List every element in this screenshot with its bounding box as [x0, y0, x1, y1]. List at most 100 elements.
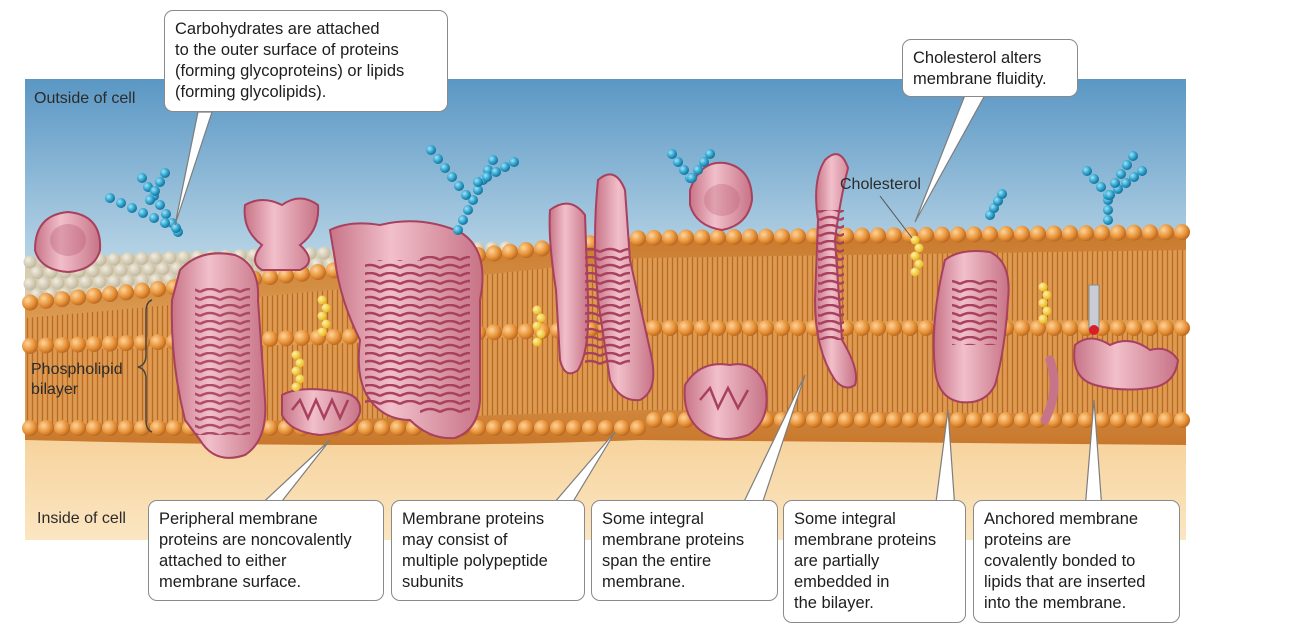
lipid-head: [854, 320, 870, 336]
lipid-head: [1126, 224, 1142, 241]
sugar-bead: [1129, 172, 1139, 182]
lipid-head: [1174, 320, 1190, 336]
anchor-lipid: [1088, 284, 1100, 331]
lipid-head: [278, 267, 294, 284]
lipid-head: [950, 226, 966, 243]
cholesterol-ring: [914, 243, 924, 253]
lipid-head: [502, 420, 518, 436]
lipid-head: [1174, 412, 1190, 428]
lipid-head-back: [156, 262, 170, 276]
lipid-head-back: [65, 276, 79, 290]
lipid-head: [118, 420, 134, 436]
lipid-head: [726, 228, 742, 245]
sugar-bead: [453, 225, 463, 235]
lipid-head: [742, 320, 758, 336]
sugar-bead: [687, 173, 697, 183]
lipid-head: [886, 227, 902, 244]
lipid-head: [742, 228, 758, 245]
lipid-head-back: [23, 255, 37, 269]
lipid-head: [390, 420, 406, 436]
cholesterol-ring: [536, 329, 546, 339]
sugar-bead: [155, 200, 165, 210]
lipid-head: [1062, 320, 1078, 336]
lipid-head-back: [30, 266, 44, 280]
sugar-bead: [127, 203, 137, 213]
lipid-head: [518, 323, 534, 340]
lipid-head: [1142, 320, 1158, 336]
sugar-bead: [1082, 166, 1092, 176]
lipid-head: [1014, 320, 1030, 336]
sugar-bead: [137, 173, 147, 183]
sugar-bead: [500, 162, 510, 172]
sugar-bead: [1103, 215, 1113, 225]
lipid-head-back: [121, 274, 135, 288]
lipid-head: [1030, 320, 1046, 336]
lipid-head: [902, 412, 918, 428]
inside-of-cell-label: Inside of cell: [37, 510, 126, 527]
sugar-bead: [473, 177, 483, 187]
sugar-bead: [138, 208, 148, 218]
lipid-head: [310, 264, 326, 281]
cholesterol-ring: [291, 350, 301, 360]
lipid-head: [710, 320, 726, 336]
cholesterol-ring: [1038, 298, 1048, 308]
lipid-head: [1014, 225, 1030, 242]
sugar-bead: [482, 172, 492, 182]
sugar-bead: [1103, 205, 1113, 215]
sugar-bead: [433, 154, 443, 164]
sugar-bead: [705, 149, 715, 159]
sugar-bead: [161, 209, 171, 219]
sugar-bead: [673, 157, 683, 167]
cholesterol-ring: [910, 235, 920, 245]
protein-peripheral-bottom: [281, 388, 362, 437]
protein-multi-subunit: [328, 220, 484, 440]
lipid-head: [294, 329, 310, 346]
lipid-head: [710, 229, 726, 246]
lipid-head: [486, 245, 502, 262]
sugar-bead: [997, 189, 1007, 199]
sugar-bead: [1096, 182, 1106, 192]
cholesterol-ring: [914, 259, 924, 269]
protein-anchored: [1040, 284, 1180, 425]
cholesterol-ring: [295, 358, 305, 368]
sugar-bead: [468, 195, 478, 205]
lipid-head: [550, 420, 566, 436]
lipid-head: [918, 320, 934, 336]
lipid-head-back: [37, 276, 51, 290]
lipid-head-back: [107, 252, 121, 266]
cholesterol-ring: [1038, 314, 1048, 324]
lipid-head: [870, 320, 886, 336]
protein-peripheral-top-left: [33, 210, 102, 274]
lipid-head: [1110, 412, 1126, 428]
lipid-head: [1126, 412, 1142, 428]
lipid-head: [70, 336, 86, 353]
lipid-head: [1158, 412, 1174, 428]
sugar-bead: [116, 198, 126, 208]
cholesterol-ring: [1038, 282, 1048, 292]
sugar-bead: [1137, 166, 1147, 176]
lipid-head: [1142, 412, 1158, 428]
lipid-head-back: [93, 275, 107, 289]
lipid-head: [102, 335, 118, 352]
lipid-head-back: [86, 264, 100, 278]
protein-transmembrane-1: [170, 252, 267, 459]
lipid-head: [1078, 412, 1094, 428]
lipid-head: [1062, 225, 1078, 242]
lipid-head: [518, 242, 534, 259]
cholesterol-ring: [317, 295, 327, 305]
lipid-head: [630, 230, 646, 247]
lipid-head: [358, 420, 374, 436]
lipid-head: [262, 420, 278, 436]
lipid-head: [758, 320, 774, 336]
lipid-head: [534, 240, 550, 257]
sugar-bead: [426, 145, 436, 155]
lipid-head: [614, 420, 630, 436]
cholesterol-ring: [536, 313, 546, 323]
sugar-bead: [150, 186, 160, 196]
callout-cholesterol-fluidity: Cholesterol alters membrane fluidity.: [902, 39, 1078, 97]
sugar-bead: [509, 157, 519, 167]
lipid-head: [22, 337, 38, 354]
lipid-head: [870, 227, 886, 244]
lipid-head: [886, 320, 902, 336]
lipid-head: [630, 420, 646, 436]
